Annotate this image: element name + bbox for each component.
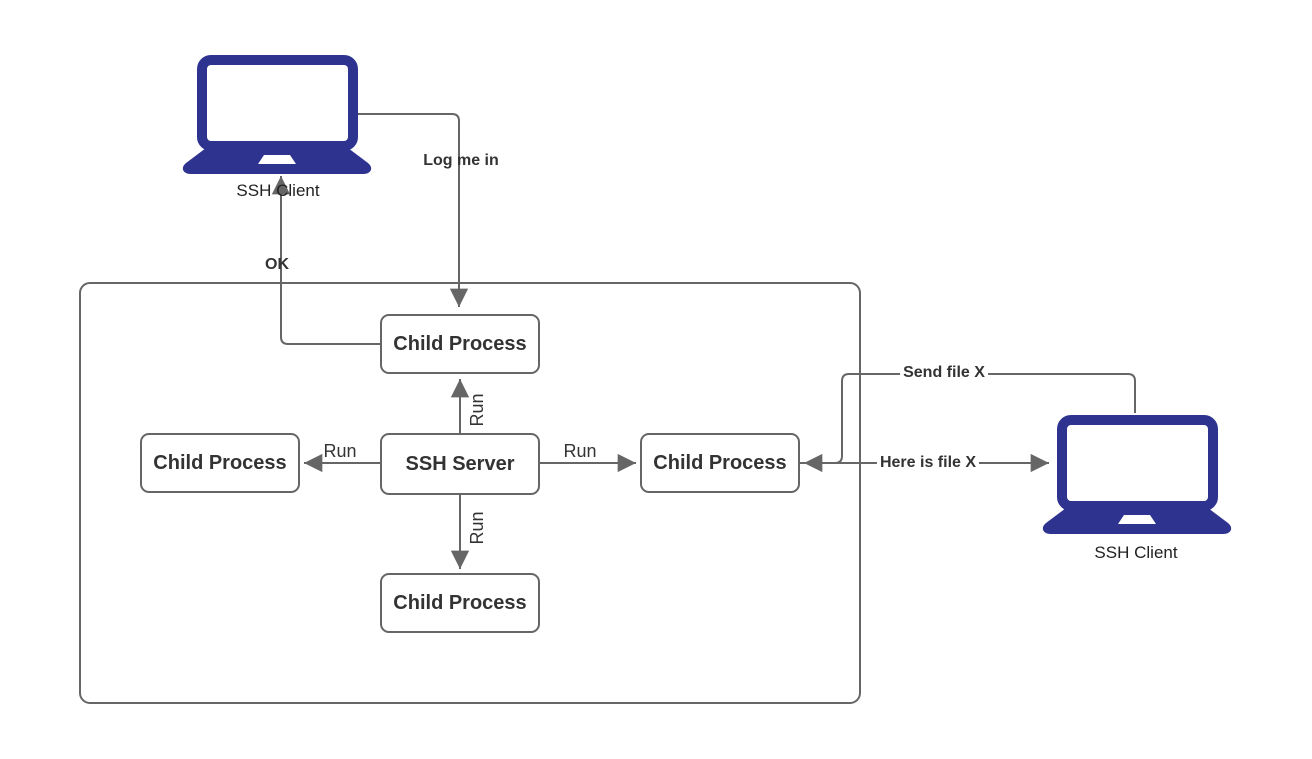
edge-label-run-left: Run: [323, 441, 357, 461]
node-child-process-left: Child Process: [140, 433, 300, 493]
node-child-process-bottom: Child Process: [380, 573, 540, 633]
ssh-client-left-label: SSH Client: [236, 181, 320, 200]
edge-log-me-in: [358, 113, 469, 307]
edge-label-send-file-x: Send file X: [900, 364, 988, 382]
edge-ok: [271, 176, 380, 345]
edge-label-run-down: Run: [467, 511, 487, 545]
edge-label-log-me-in: Log me in: [423, 152, 499, 169]
node-child-process-right: Child Process: [640, 433, 800, 493]
laptop-icon-left: [182, 55, 372, 174]
server-boundary-box: [79, 282, 861, 704]
edge-send-file-x: [804, 373, 1136, 473]
node-child-process-top: Child Process: [380, 314, 540, 374]
edge-label-run-up: Run: [467, 393, 487, 427]
laptop-icon-right: [1042, 415, 1232, 534]
ssh-client-right-label: SSH Client: [1094, 543, 1178, 562]
node-ssh-server: SSH Server: [380, 433, 540, 495]
edge-label-ok: OK: [265, 256, 289, 273]
edge-label-here-is-file-x: Here is file X: [876, 454, 980, 472]
edge-label-run-right: Run: [563, 441, 597, 461]
